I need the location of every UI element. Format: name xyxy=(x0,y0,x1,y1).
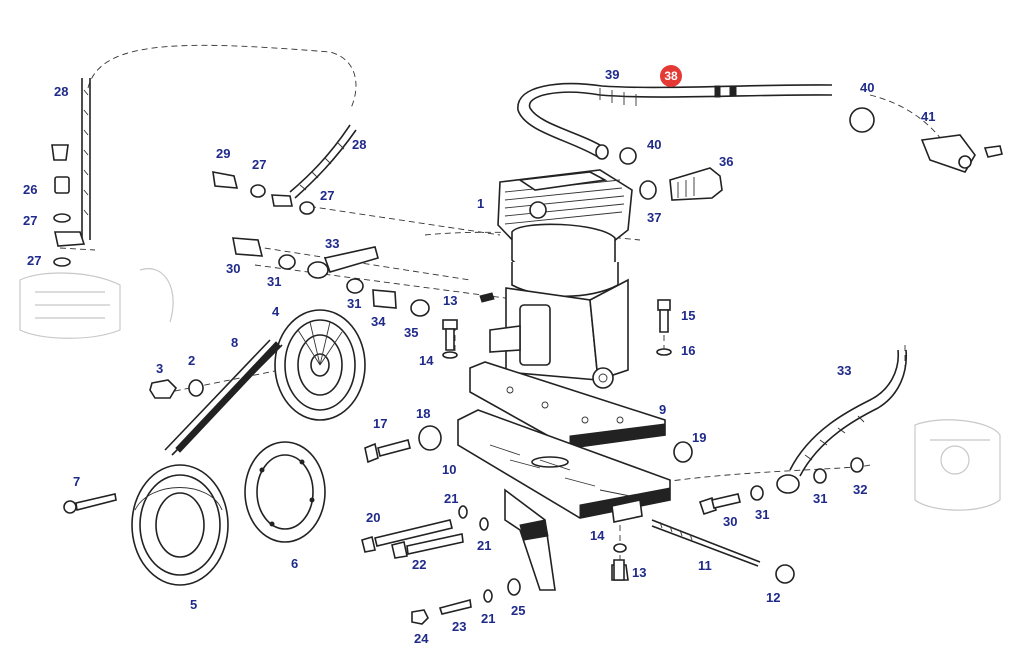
bushing-19 xyxy=(673,441,693,463)
callout-27-b[interactable]: 27 xyxy=(27,253,42,268)
callout-31-d[interactable]: 31 xyxy=(813,491,828,506)
callout-31-b[interactable]: 31 xyxy=(347,296,362,311)
stud-11 xyxy=(651,519,761,567)
callout-26[interactable]: 26 xyxy=(23,182,38,197)
fuel-line-upper xyxy=(289,124,357,199)
bolt-13-lower xyxy=(611,499,643,581)
callout-14-upper[interactable]: 14 xyxy=(419,353,434,368)
callout-40-center[interactable]: 40 xyxy=(647,137,662,152)
callout-38-highlighted[interactable]: 38 xyxy=(660,65,682,87)
callout-13-upper[interactable]: 13 xyxy=(443,293,458,308)
callout-23[interactable]: 23 xyxy=(452,619,467,634)
spacer-18 xyxy=(418,425,442,451)
bolt-15 xyxy=(656,299,672,356)
banjo-fitting-33 xyxy=(232,237,430,317)
callout-22[interactable]: 22 xyxy=(412,557,427,572)
callout-34[interactable]: 34 xyxy=(371,314,386,329)
callout-33-upper[interactable]: 33 xyxy=(325,236,340,251)
callout-16[interactable]: 16 xyxy=(681,343,696,358)
washer-12 xyxy=(775,564,795,584)
callout-14-lower[interactable]: 14 xyxy=(590,528,605,543)
callout-10[interactable]: 10 xyxy=(442,462,457,477)
bracket-10 xyxy=(457,409,671,591)
callout-20[interactable]: 20 xyxy=(366,510,381,525)
callout-33-right[interactable]: 33 xyxy=(837,363,852,378)
v-belt-8 xyxy=(164,339,283,456)
callout-41[interactable]: 41 xyxy=(921,109,936,124)
callout-40-right[interactable]: 40 xyxy=(860,80,875,95)
hose-clamp-40 xyxy=(619,107,875,165)
callout-12[interactable]: 12 xyxy=(766,590,781,605)
callout-9[interactable]: 9 xyxy=(659,402,667,417)
pulley-5 xyxy=(131,464,229,586)
callout-24[interactable]: 24 xyxy=(414,631,429,646)
banjo-bolt-29 xyxy=(212,171,315,215)
nut-bolt-23-24-25 xyxy=(411,578,521,625)
bolt-13-upper xyxy=(442,319,458,359)
callout-19[interactable]: 19 xyxy=(692,430,707,445)
banjo-fitting-left xyxy=(51,144,86,267)
callout-2[interactable]: 2 xyxy=(188,353,196,368)
callout-30-left[interactable]: 30 xyxy=(226,261,241,276)
callout-11[interactable]: 11 xyxy=(698,558,712,573)
fuel-line-left xyxy=(81,78,91,240)
fuel-line-33-right xyxy=(698,349,908,516)
callout-6[interactable]: 6 xyxy=(291,556,299,571)
callout-5[interactable]: 5 xyxy=(190,597,198,612)
fitting-41 xyxy=(920,134,1003,173)
callout-29[interactable]: 29 xyxy=(216,146,231,161)
engine-outline-left xyxy=(19,268,174,339)
bolt-17 xyxy=(364,439,411,464)
callout-21-a[interactable]: 21 xyxy=(444,491,459,506)
callout-7[interactable]: 7 xyxy=(73,474,81,489)
callout-8[interactable]: 8 xyxy=(231,335,239,350)
callout-17[interactable]: 17 xyxy=(373,416,388,431)
callout-37[interactable]: 37 xyxy=(647,210,662,225)
callout-31-c[interactable]: 31 xyxy=(755,507,770,522)
pulley-4 xyxy=(274,309,366,421)
callout-21-b[interactable]: 21 xyxy=(477,538,492,553)
bolt-7 xyxy=(63,493,117,514)
callout-36[interactable]: 36 xyxy=(719,154,734,169)
bolts-20-22 xyxy=(361,505,489,559)
callout-39[interactable]: 39 xyxy=(605,67,620,82)
callout-3[interactable]: 3 xyxy=(156,361,164,376)
air-compressor xyxy=(479,169,633,389)
callout-18[interactable]: 18 xyxy=(416,406,431,421)
callout-25[interactable]: 25 xyxy=(511,603,526,618)
air-hose-39 xyxy=(517,82,833,160)
callout-35[interactable]: 35 xyxy=(404,325,419,340)
callout-4[interactable]: 4 xyxy=(272,304,280,319)
callout-28-upper[interactable]: 28 xyxy=(352,137,367,152)
callout-32[interactable]: 32 xyxy=(853,482,868,497)
callout-15[interactable]: 15 xyxy=(681,308,696,323)
hub-6 xyxy=(244,441,326,543)
callout-30-right[interactable]: 30 xyxy=(723,514,738,529)
callout-21-c[interactable]: 21 xyxy=(481,611,496,626)
callout-27-d[interactable]: 27 xyxy=(320,188,335,203)
callout-27-c[interactable]: 27 xyxy=(252,157,267,172)
outlet-fitting-36 xyxy=(639,167,723,201)
callout-27-a[interactable]: 27 xyxy=(23,213,38,228)
callout-1[interactable]: 1 xyxy=(477,196,485,211)
callout-28-left[interactable]: 28 xyxy=(54,84,69,99)
callout-31-a[interactable]: 31 xyxy=(267,274,282,289)
mounting-plate-9 xyxy=(469,361,666,449)
callout-13-lower[interactable]: 13 xyxy=(632,565,647,580)
nut-3-washer-2 xyxy=(149,379,204,399)
engine-outline-right xyxy=(914,419,1001,511)
